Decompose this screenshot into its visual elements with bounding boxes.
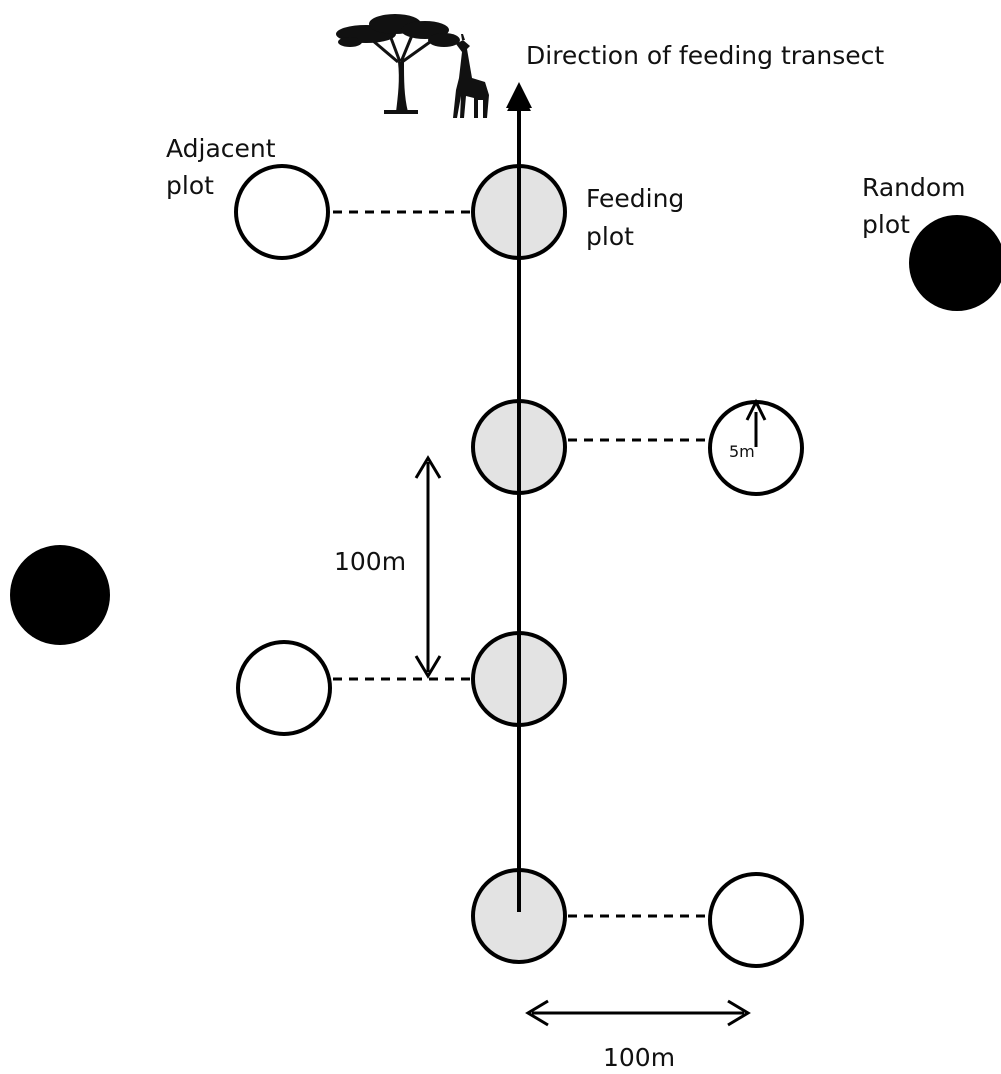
adjacent-label-line2: plot: [166, 171, 214, 200]
direction-label: Direction of feeding transect: [526, 41, 884, 70]
horizontal-spacing-label: 100m: [603, 1043, 675, 1072]
random-label-line1: Random: [862, 173, 966, 202]
adjacent-plot: [236, 640, 332, 736]
adjacent-label-line1: Adjacent: [166, 134, 276, 163]
random-plot: [909, 215, 1001, 311]
giraffe-icon: [453, 34, 489, 118]
adjacent-plot: [708, 872, 804, 968]
radius-label: 5m: [729, 442, 755, 461]
random-label-line2: plot: [862, 210, 910, 239]
acacia-tree-icon: [336, 14, 460, 114]
random-plot: [10, 545, 110, 645]
adjacent-plot: [234, 164, 330, 260]
radius-arrowhead: [745, 398, 767, 421]
transect-arrowhead: [506, 82, 532, 108]
feeding-label-line2: plot: [586, 222, 634, 251]
feeding-label-line1: Feeding: [586, 184, 684, 213]
vertical-spacing-label: 100m: [334, 547, 406, 576]
